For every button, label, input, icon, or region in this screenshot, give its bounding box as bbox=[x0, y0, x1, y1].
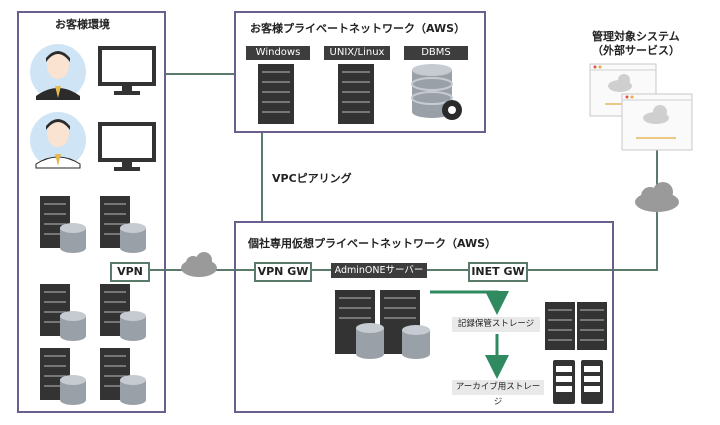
archive-storage-label: アーカイブ用ストレージ bbox=[452, 380, 544, 407]
system-label-dbms: DBMS bbox=[404, 46, 468, 60]
cloud-icon bbox=[635, 182, 679, 212]
server-db-icon bbox=[40, 348, 86, 405]
cloud-icon bbox=[181, 252, 217, 277]
vpn-tag: VPN bbox=[110, 262, 150, 282]
aws-dedicated-title: 個社専用仮想プライベートネットワーク（AWS） bbox=[248, 237, 497, 250]
aws-dedicated-frame bbox=[234, 221, 614, 413]
system-label-unix: UNIX/Linux bbox=[324, 46, 390, 60]
arrow-to-record-storage bbox=[430, 290, 509, 315]
database-gear-icon bbox=[411, 64, 462, 120]
inet-gw-tag: INET GW bbox=[468, 262, 528, 282]
archive-storage-icon bbox=[553, 360, 603, 404]
record-storage-icon bbox=[545, 302, 607, 350]
customer-frame bbox=[17, 11, 166, 413]
external-service-window bbox=[621, 93, 693, 151]
vpn-gw-tag: VPN GW bbox=[254, 262, 312, 282]
server-db-icon bbox=[40, 196, 86, 253]
person-icon bbox=[30, 44, 86, 100]
aws-customer-title: お客様プライベートネットワーク（AWS） bbox=[250, 22, 466, 35]
server-db-icon bbox=[100, 196, 146, 253]
server-db-icon bbox=[40, 284, 86, 341]
aws-customer-frame bbox=[234, 11, 486, 133]
person-icon bbox=[30, 112, 86, 169]
monitor-icon bbox=[98, 122, 156, 171]
inet-line bbox=[527, 210, 658, 271]
external-title-line1: 管理対象システム bbox=[592, 30, 680, 43]
customer-title: お客様環境 bbox=[55, 18, 110, 31]
record-storage-label: 記録保管ストレージ bbox=[452, 317, 540, 332]
external-title-line2: （外部サービス） bbox=[592, 44, 680, 57]
vpc-peering-label: VPCピアリング bbox=[272, 172, 352, 185]
adminone-server-icon bbox=[335, 290, 430, 359]
server-group bbox=[40, 196, 146, 405]
server-db-icon bbox=[100, 284, 146, 341]
adminone-server-label: AdminONEサーバー bbox=[331, 263, 427, 278]
system-label-windows: Windows bbox=[246, 46, 310, 60]
unix-server-icon bbox=[338, 64, 374, 124]
windows-server-icon bbox=[258, 64, 294, 124]
server-db-icon bbox=[100, 348, 146, 405]
monitor-icon bbox=[98, 46, 156, 95]
